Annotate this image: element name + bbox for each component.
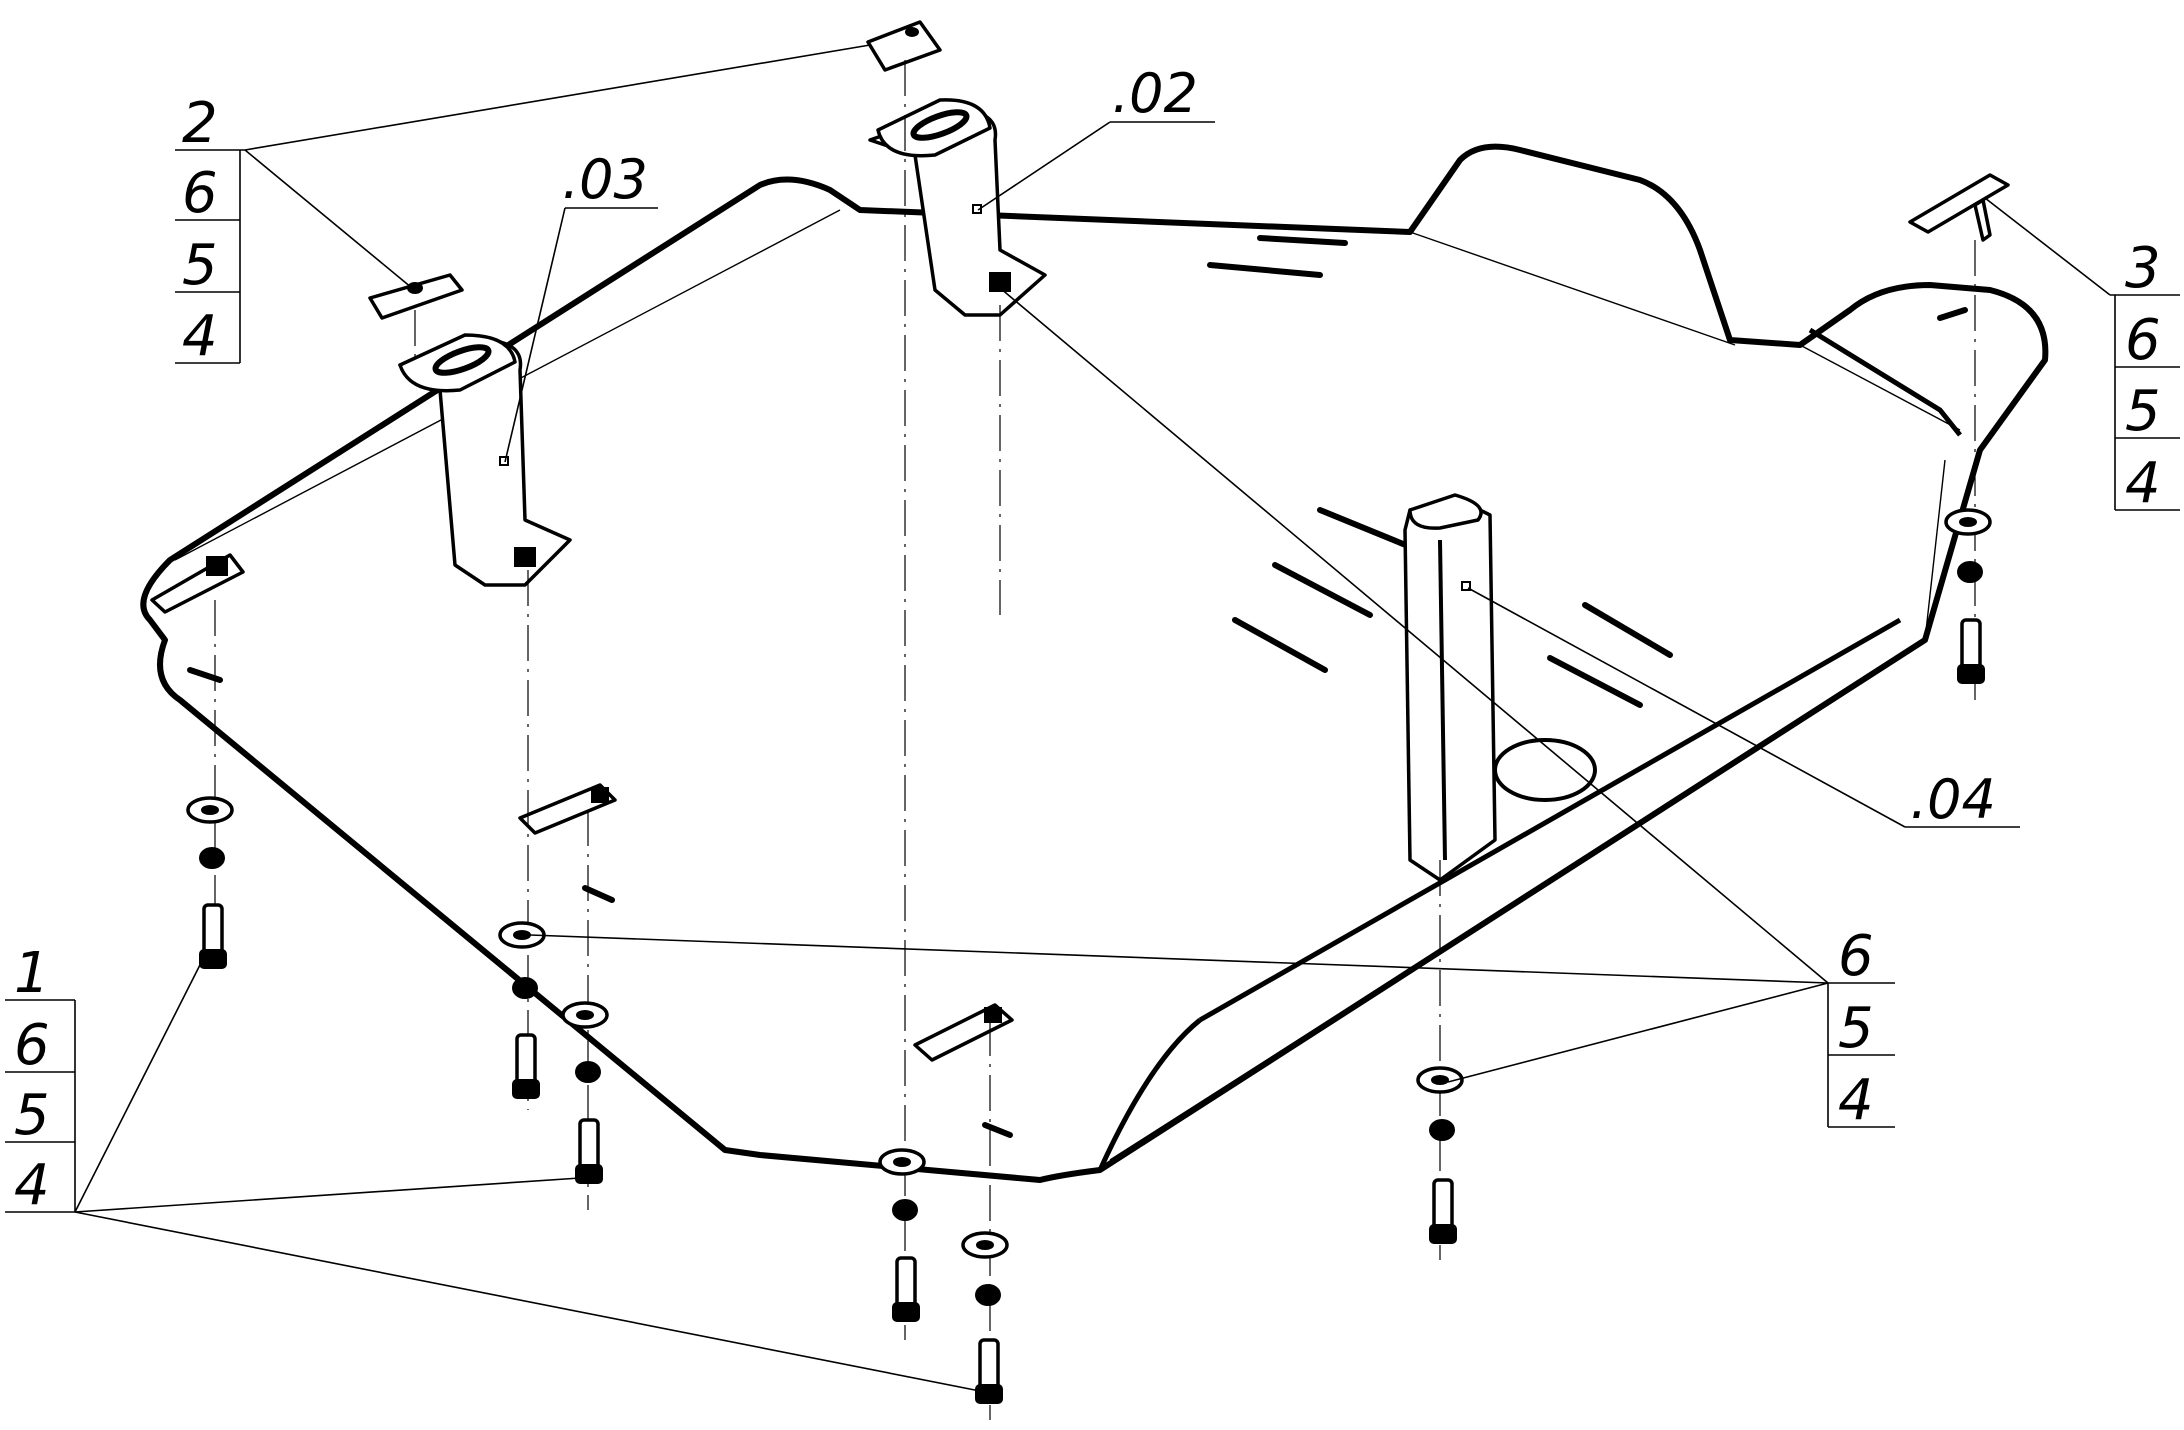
bracket-04 (1403, 493, 1497, 882)
part-number-4: 4 (2125, 451, 2161, 516)
part-number-5: 5 (2125, 379, 2161, 444)
sub-assembly-codes: .02 .03 .04 (562, 62, 1996, 831)
slot-5 (1232, 617, 1328, 673)
part-number-3: 3 (2125, 236, 2161, 301)
fastener-stack-2 (498, 921, 546, 1099)
code-03: .03 (562, 148, 648, 211)
part-number-2: 2 (182, 91, 218, 156)
fastener-stack-3 (561, 1001, 609, 1184)
code-04: .04 (1910, 768, 1996, 831)
fastener-stack-6 (1416, 1066, 1464, 1244)
slot-2 (1207, 262, 1323, 278)
leader-lines (74, 44, 2111, 1393)
callout-frames (5, 149, 2180, 1213)
part-number-6: 6 (182, 161, 218, 226)
callout-top-right: 3 6 5 4 (2125, 236, 2161, 516)
part-number-1: 1 (14, 941, 50, 1006)
skid-plate (140, 143, 2049, 1183)
clip-left (368, 273, 464, 320)
fastener-stack-4 (878, 1148, 926, 1322)
slot-7 (1547, 655, 1643, 708)
fastener-stack-5 (961, 1231, 1009, 1404)
bracket-03 (398, 333, 572, 587)
part-number-4: 4 (14, 1153, 50, 1218)
slot-9 (582, 885, 615, 903)
plate-slots (187, 235, 1968, 1138)
part-number-5: 5 (14, 1083, 50, 1148)
part-number-5: 5 (1838, 996, 1874, 1061)
part-number-5: 5 (182, 233, 218, 298)
slot-6 (1582, 602, 1673, 658)
clip-right (1908, 173, 2010, 234)
slot-10 (982, 1122, 1013, 1138)
part-number-6: 6 (2125, 308, 2161, 373)
fastener-stack-7 (1944, 508, 1992, 684)
part-number-4: 4 (1838, 1068, 1874, 1133)
slot-4 (1272, 562, 1373, 618)
clip-top (866, 20, 942, 72)
clip-plates (150, 20, 2010, 1062)
callout-bottom-left: 1 6 5 4 (14, 941, 50, 1218)
fastener-stack-1 (186, 796, 234, 969)
part-number-6: 6 (1838, 924, 1874, 989)
part-number-4: 4 (182, 304, 218, 369)
callout-bottom-right: 6 5 4 (1838, 924, 1874, 1133)
part-number-6: 6 (14, 1013, 50, 1078)
slot-1 (1257, 235, 1348, 246)
slot-11 (1937, 307, 1968, 321)
callout-top-left: 2 6 5 4 (182, 91, 218, 369)
code-02: .02 (1112, 62, 1198, 125)
bracket-02 (868, 98, 1047, 317)
